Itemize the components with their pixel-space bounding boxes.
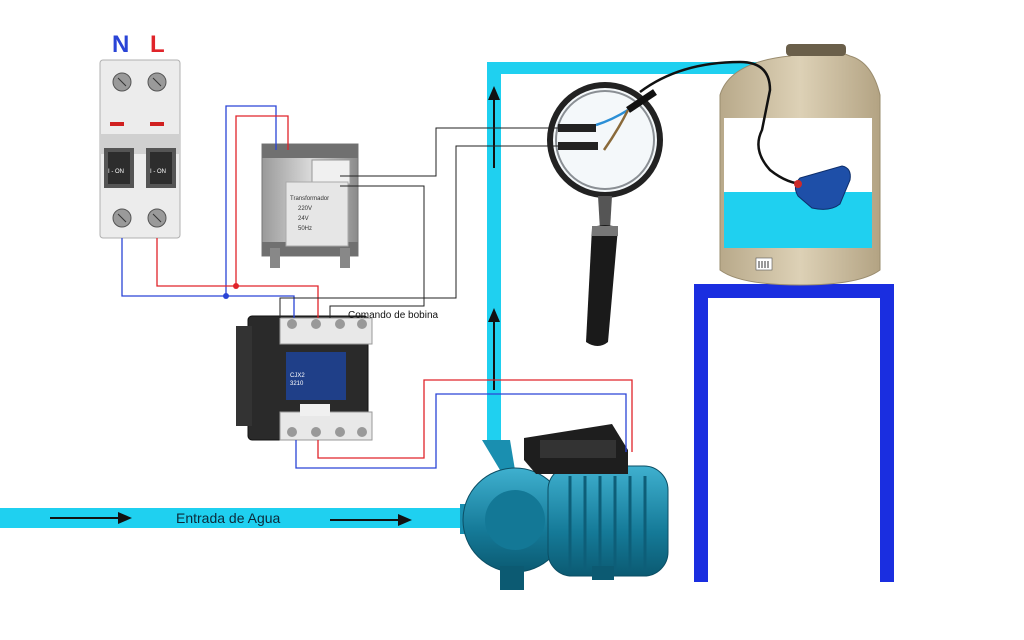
transformer-line2: 24V — [298, 216, 309, 222]
line-label: L — [150, 31, 165, 58]
contactor-model2: 3210 — [290, 381, 304, 387]
top-pipe — [487, 62, 757, 74]
magnifier-icon — [547, 82, 663, 346]
breaker-right-switch: I - ON — [150, 169, 166, 175]
neutral-label: N — [112, 31, 129, 58]
water-inlet-label: Entrada de Agua — [176, 510, 281, 526]
transformer-line3: 50Hz — [298, 226, 312, 232]
inlet-arrow — [50, 512, 132, 524]
float-switch-cable — [639, 60, 811, 186]
riser-pipe — [487, 62, 501, 440]
line-wire — [235, 115, 289, 286]
coil-command-label: Comando de bobina — [348, 310, 439, 321]
control-wire — [329, 185, 425, 318]
junction-dot — [223, 293, 229, 299]
transformer-title: Transformador — [290, 196, 329, 202]
tank-water-level — [724, 192, 872, 248]
contactor-model: CJX2 — [290, 373, 305, 379]
contactor — [236, 315, 373, 441]
transformer — [261, 143, 359, 268]
float-switch — [794, 165, 851, 210]
inlet-arrow — [330, 514, 412, 526]
neutral-wire — [295, 393, 627, 469]
water-tank — [719, 44, 881, 286]
riser-arrow — [488, 86, 500, 168]
inlet-pipe — [0, 508, 470, 528]
tank-support — [694, 284, 894, 582]
circuit-breaker — [99, 59, 181, 239]
line-wire — [317, 379, 633, 459]
riser-arrow — [488, 308, 500, 390]
transformer-line1: 220V — [298, 206, 312, 212]
breaker-left-switch: I - ON — [108, 169, 124, 175]
neutral-wire — [225, 105, 277, 296]
wires — [121, 105, 633, 469]
water-pipes — [0, 62, 757, 528]
junction-dot — [233, 283, 239, 289]
control-wire — [279, 145, 558, 318]
neutral-wire — [121, 238, 295, 318]
control-wire — [340, 127, 558, 177]
water-pump — [460, 424, 669, 590]
